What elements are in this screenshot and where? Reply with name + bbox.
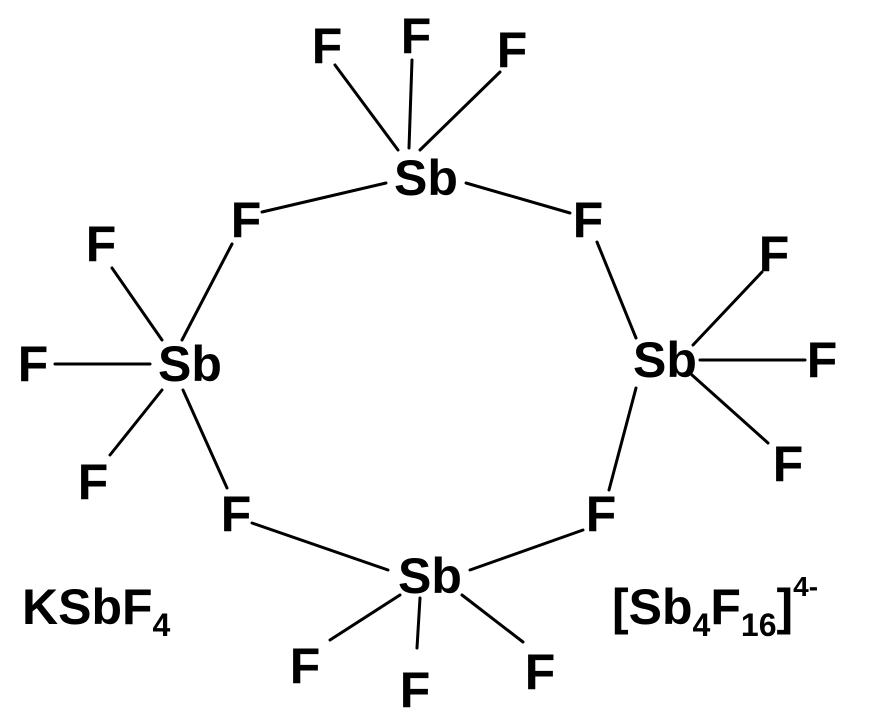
atom-sb-top: Sb — [394, 150, 458, 206]
formula-sb4f16: [Sb4F16]4- — [612, 571, 818, 643]
formula-sb4f16-open: [Sb — [612, 579, 693, 635]
formula-ksbf4-base: KSbF — [22, 579, 153, 635]
atom-f-top-3: F — [497, 22, 528, 78]
bond-sbright-fblr — [607, 386, 638, 492]
bond-sbright-fright3 — [690, 373, 770, 445]
formula-ksbf4-sub: 4 — [153, 607, 171, 643]
atom-f-top-2: F — [401, 8, 432, 64]
bond-sbbottom-fbot3 — [460, 593, 525, 644]
bond-fbul-sbleft — [180, 242, 234, 342]
bond-sbleft-fleft1 — [110, 266, 164, 342]
bond-sbbottom-fbot1 — [328, 593, 402, 642]
bond-sbright-fright1 — [691, 270, 764, 347]
atom-f-bridge-upper-left: F — [231, 192, 262, 248]
atom-f-bottom-1: F — [290, 638, 321, 694]
atom-f-left-3: F — [78, 454, 109, 510]
bond-sbbottom-fbot2 — [415, 596, 422, 650]
atom-sb-left: Sb — [158, 336, 222, 392]
atom-f-left-1: F — [86, 216, 117, 272]
bond-sbtop-ftop1 — [333, 63, 400, 152]
bond-fbll-sbbottom — [250, 521, 390, 572]
formula-sb4f16-close: ] — [776, 579, 793, 635]
formula-sb4f16-charge: 4- — [793, 571, 818, 602]
atom-f-top-1: F — [312, 18, 343, 74]
atom-sb-bottom: Sb — [398, 548, 462, 604]
atom-f-right-2: F — [807, 332, 838, 388]
bond-sbleft-fleft3 — [108, 388, 164, 457]
bond-fbur-sbright — [595, 240, 638, 340]
formula-sb4f16-sub1: 4 — [693, 607, 711, 643]
atom-f-bridge-upper-right: F — [573, 192, 604, 248]
bond-fblr-sbbottom — [468, 528, 585, 572]
atom-f-left-2: F — [18, 336, 49, 392]
formula-sb4f16-mid: F — [710, 579, 741, 635]
atom-f-bottom-3: F — [525, 644, 556, 700]
bond-sbleft-fbll — [181, 388, 229, 490]
formula-ksbf4: KSbF4 — [22, 579, 171, 643]
bond-sbtop-ftop3 — [418, 70, 502, 152]
bond-sbtop-ftop2 — [407, 58, 414, 150]
atom-f-right-3: F — [773, 436, 804, 492]
atom-f-bridge-lower-right: F — [586, 486, 617, 542]
atom-sb-right: Sb — [633, 332, 697, 388]
bond-sbtop-fbur — [464, 181, 572, 215]
formula-sb4f16-sub2: 16 — [741, 607, 777, 643]
atoms: Sb Sb Sb Sb F F F F F F F F F F F F F F … — [18, 8, 838, 718]
atom-f-right-1: F — [759, 226, 790, 282]
bond-sbtop-fbul — [260, 181, 388, 214]
bonds — [53, 58, 807, 650]
atom-f-bottom-2: F — [400, 662, 431, 718]
atom-f-bridge-lower-left: F — [221, 486, 252, 542]
